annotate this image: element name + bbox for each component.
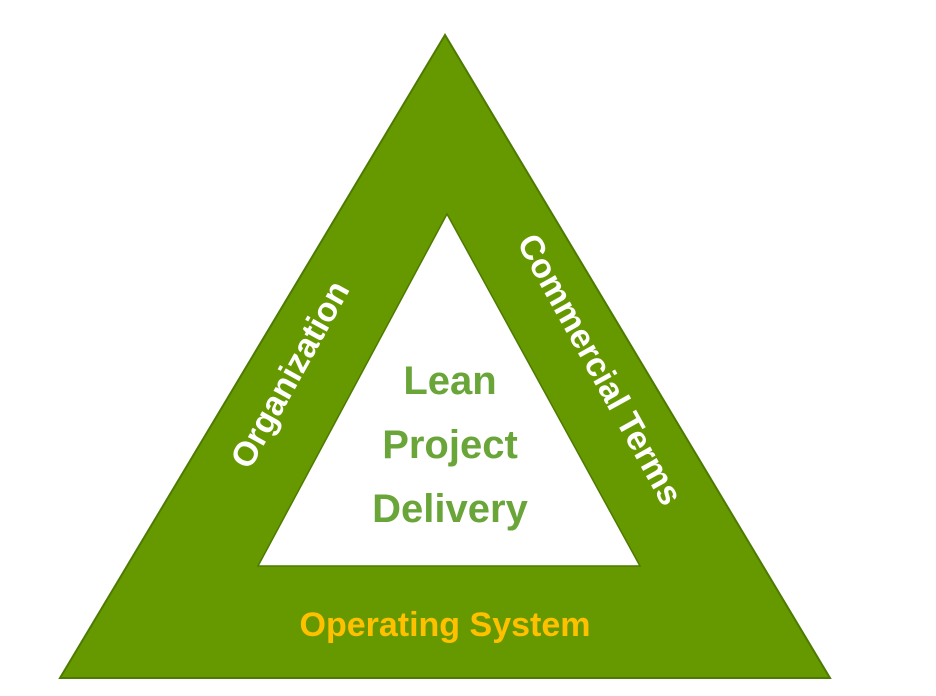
center-line-delivery: Delivery (372, 487, 528, 531)
inner-triangle (256, 212, 642, 567)
bottom-label: Operating System (300, 606, 591, 644)
center-line-lean: Lean (403, 359, 496, 403)
center-line-project: Project (382, 423, 518, 467)
